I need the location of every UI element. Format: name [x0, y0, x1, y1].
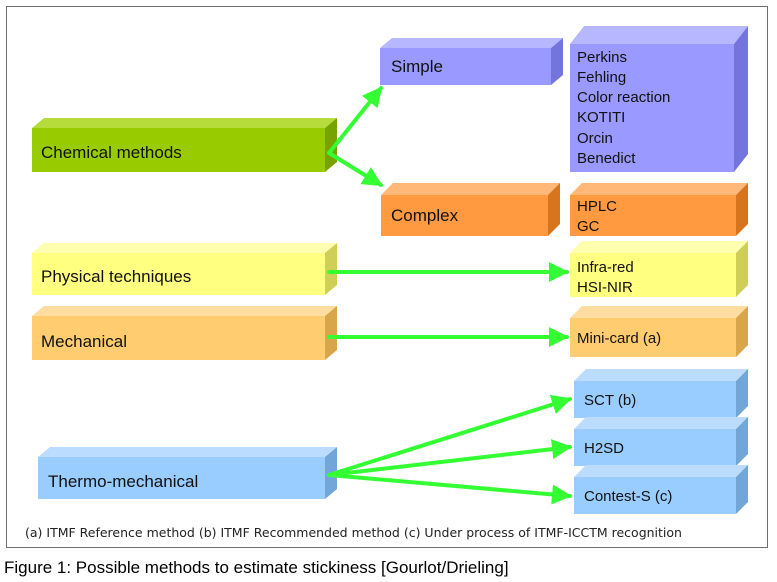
- method-sct: SCT (b): [584, 392, 636, 409]
- arrow-thermo-to-sct: [327, 394, 572, 477]
- chemical-methods-label: Chemical methods: [41, 143, 182, 162]
- arrow-chemical-to-complex: [327, 151, 383, 187]
- method-infra-red: Infra-red: [577, 259, 634, 276]
- complex-box: Complex: [381, 183, 560, 236]
- arrows: [327, 86, 572, 505]
- complex-methods-list: HPLC GC: [570, 183, 748, 236]
- simple-box: Simple: [380, 38, 563, 85]
- method-hplc: HPLC: [577, 198, 617, 215]
- method-contest-s: Contest-S (c): [584, 488, 672, 505]
- arrow-thermo-to-contest: [327, 473, 572, 505]
- method-color-reaction: Color reaction: [577, 89, 670, 106]
- arrow-thermo-to-h2sd: [327, 439, 572, 477]
- method-h2sd: H2SD: [584, 440, 624, 457]
- physical-techniques-box: Physical techniques: [32, 243, 337, 295]
- method-orcin: Orcin: [577, 130, 613, 147]
- thermo-mechanical-box: Thermo-mechanical: [38, 447, 337, 499]
- physical-techniques-label: Physical techniques: [41, 267, 191, 286]
- footnote: (a) ITMF Reference method (b) ITMF Recom…: [25, 525, 682, 540]
- method-perkins: Perkins: [577, 49, 627, 66]
- method-benedict: Benedict: [577, 150, 636, 167]
- thermo-mechanical-label: Thermo-mechanical: [48, 472, 198, 491]
- simple-methods-list: Perkins Fehling Color reaction KOTITI Or…: [570, 26, 748, 172]
- simple-label: Simple: [391, 57, 443, 76]
- complex-label: Complex: [391, 206, 459, 225]
- diagram-frame: Chemical methods Simple Perkins Fehling …: [6, 6, 768, 548]
- h2sd-box: H2SD: [574, 417, 748, 466]
- method-hsi-nir: HSI-NIR: [577, 279, 633, 296]
- chemical-methods-box: Chemical methods: [32, 118, 337, 172]
- methods-diagram: Chemical methods Simple Perkins Fehling …: [32, 26, 748, 514]
- sct-box: SCT (b): [574, 369, 748, 418]
- method-mini-card: Mini-card (a): [577, 330, 661, 347]
- figure-caption: Figure 1: Possible methods to estimate s…: [4, 558, 509, 577]
- mechanical-label: Mechanical: [41, 332, 127, 351]
- arrow-chemical-to-simple: [327, 86, 383, 155]
- method-fehling: Fehling: [577, 69, 626, 86]
- method-kotiti: KOTITI: [577, 109, 625, 126]
- method-gc: GC: [577, 218, 600, 235]
- contest-s-box: Contest-S (c): [574, 465, 748, 514]
- mechanical-box: Mechanical: [32, 306, 337, 360]
- physical-methods-list: Infra-red HSI-NIR: [570, 241, 748, 297]
- mechanical-methods-list: Mini-card (a): [570, 306, 748, 357]
